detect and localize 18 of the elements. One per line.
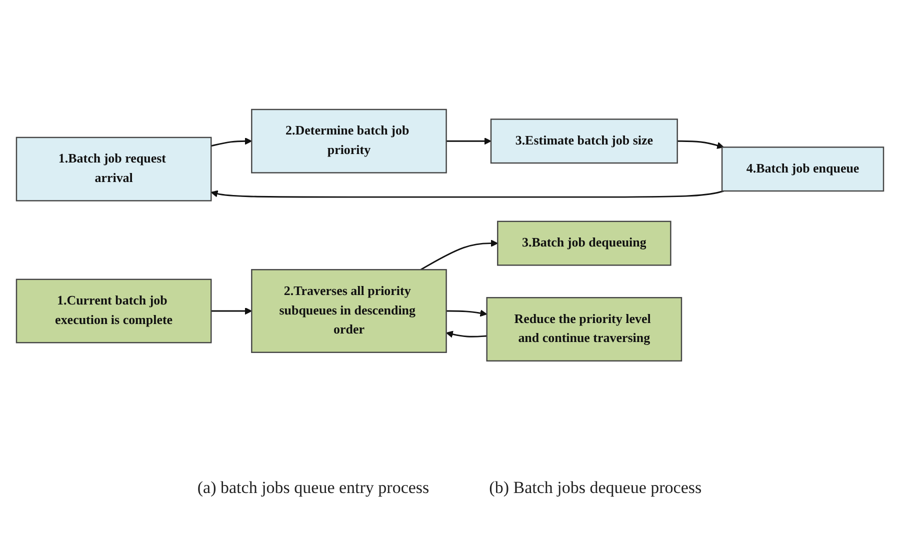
node-box: 2.Traverses all priority subqueues in descending order bbox=[250, 268, 446, 353]
node-box: Reduce the priority level and continue traversing bbox=[486, 296, 682, 362]
caption-text: (a) batch jobs queue entry process bbox=[197, 478, 430, 498]
arrow bbox=[420, 240, 498, 270]
arrow bbox=[676, 140, 724, 149]
node-box: 1.Batch job request arrival bbox=[15, 136, 212, 202]
node-box: 3.Estimate batch job size bbox=[490, 118, 678, 164]
node-box: 1.Current batch job execution is complete bbox=[15, 278, 212, 344]
node-box: 2.Determine batch job priority bbox=[250, 108, 446, 174]
arrow bbox=[445, 330, 486, 338]
arrow bbox=[446, 137, 491, 144]
caption-text: (b) Batch jobs dequeue process bbox=[489, 478, 702, 498]
arrow bbox=[210, 190, 724, 198]
node-box: 3.Batch job dequeuing bbox=[496, 220, 671, 266]
arrow bbox=[210, 137, 252, 146]
arrow bbox=[446, 309, 487, 316]
node-box: 4.Batch job enqueue bbox=[720, 146, 884, 192]
arrow bbox=[210, 307, 252, 314]
